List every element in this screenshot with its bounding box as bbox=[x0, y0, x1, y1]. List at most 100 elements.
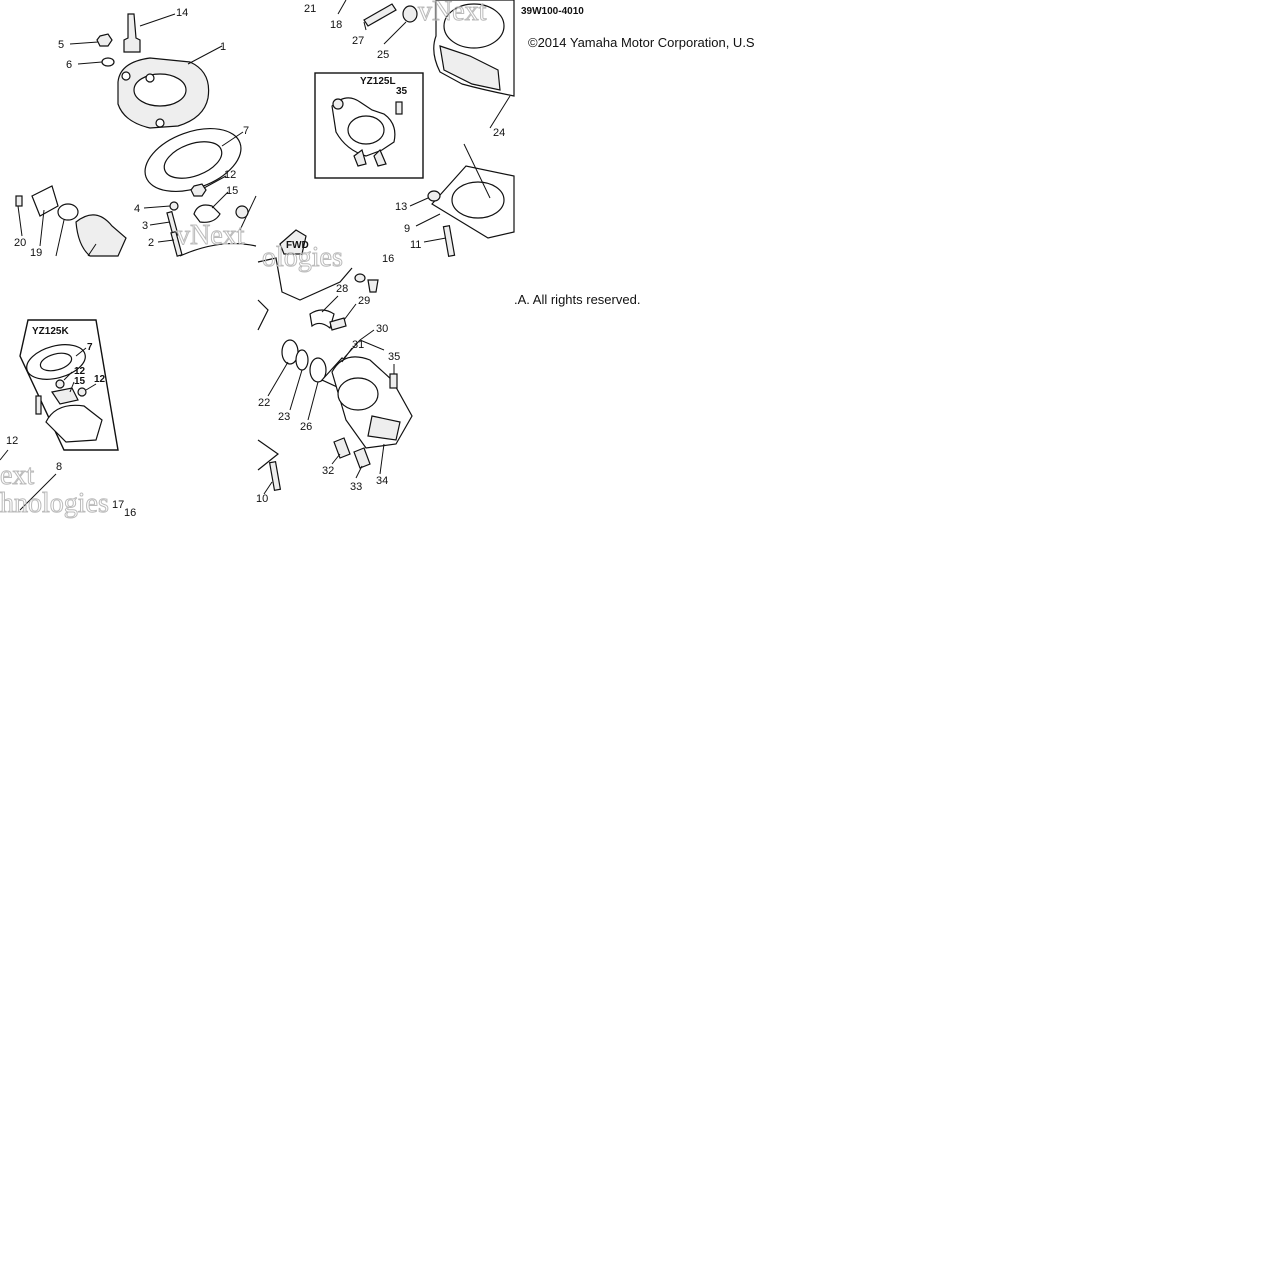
callout-30: 30 bbox=[376, 323, 388, 335]
leader bbox=[75, 347, 87, 357]
leader bbox=[463, 143, 491, 199]
tile-cylinder: FWD vNext YZ125L 35 21 18 27 25 24 13 9 … bbox=[279, 0, 515, 257]
callout-35: 35 bbox=[388, 351, 400, 363]
leader bbox=[0, 449, 9, 461]
nut-12 bbox=[190, 183, 207, 197]
k-gasket-bore bbox=[39, 352, 73, 372]
leader bbox=[77, 61, 103, 65]
inset-label-yz125l: YZ125L bbox=[360, 76, 396, 87]
callout-29: 29 bbox=[358, 295, 370, 307]
bolt-32 bbox=[333, 437, 351, 459]
leader bbox=[63, 371, 73, 381]
leader bbox=[321, 295, 339, 313]
cylinder-edge bbox=[257, 299, 269, 331]
watermark: vNext bbox=[176, 220, 245, 251]
callout-17: 17 bbox=[112, 499, 124, 511]
callout-8: 8 bbox=[56, 461, 62, 473]
valve-bolt bbox=[373, 148, 387, 167]
leader bbox=[157, 239, 175, 243]
callout-14: 14 bbox=[176, 7, 188, 19]
fwd-arrow bbox=[279, 229, 307, 255]
leader bbox=[203, 175, 227, 189]
callout-25: 25 bbox=[377, 49, 389, 61]
leader bbox=[359, 329, 375, 341]
tile-header: 39W100-4010 bbox=[521, 6, 584, 17]
k-nut bbox=[55, 379, 65, 389]
gasket-bore bbox=[163, 141, 223, 179]
bolt-29 bbox=[329, 317, 347, 331]
callout-12: 12 bbox=[224, 169, 236, 181]
stud-10 bbox=[268, 460, 282, 492]
crankcase-edge bbox=[257, 439, 280, 471]
outline bbox=[239, 195, 257, 231]
valve-o-ring bbox=[332, 98, 344, 110]
leader bbox=[331, 453, 341, 465]
cylinder-edge bbox=[257, 257, 353, 301]
k-bracket bbox=[51, 387, 79, 405]
k-callout-12b: 12 bbox=[94, 374, 106, 385]
watermark: ext bbox=[0, 460, 34, 491]
callout-6: 6 bbox=[66, 59, 72, 71]
leader bbox=[69, 381, 75, 393]
leader bbox=[379, 443, 385, 475]
leader bbox=[39, 209, 45, 247]
washer-6 bbox=[101, 57, 115, 67]
leader bbox=[423, 237, 447, 243]
leader bbox=[383, 21, 407, 45]
head-dome bbox=[133, 73, 187, 107]
spark-plug bbox=[123, 13, 141, 53]
callout-34: 34 bbox=[376, 475, 388, 487]
dowel-pin bbox=[427, 190, 441, 202]
k-stud bbox=[35, 395, 42, 415]
k-cylinder-head bbox=[45, 404, 103, 443]
collar-25 bbox=[402, 5, 418, 23]
head-bolt-hole bbox=[155, 118, 165, 128]
leader bbox=[221, 131, 244, 147]
head-bolt-hole bbox=[121, 71, 131, 81]
leader bbox=[359, 339, 385, 351]
callout-11: 11 bbox=[410, 239, 421, 251]
exhaust-flange bbox=[31, 185, 59, 217]
copyright-line-1: ©2014 Yamaha Motor Corporation, U.S bbox=[528, 35, 755, 50]
leader bbox=[489, 95, 511, 129]
callout-20: 20 bbox=[14, 237, 26, 249]
callout-16: 16 bbox=[124, 507, 136, 519]
callout-27: 27 bbox=[352, 35, 364, 47]
seal-23 bbox=[295, 349, 309, 371]
callout-7: 7 bbox=[243, 125, 249, 137]
bolt-33 bbox=[353, 447, 371, 469]
watermark: hnologies bbox=[0, 488, 109, 519]
leader bbox=[409, 197, 429, 207]
exhaust-gasket bbox=[57, 203, 79, 221]
k-callout-12: 12 bbox=[74, 366, 86, 377]
callout-9: 9 bbox=[404, 223, 410, 235]
valve-cover bbox=[347, 115, 385, 145]
leader bbox=[211, 191, 229, 209]
fwd-mark: FWD bbox=[286, 240, 309, 251]
callout-1: 1 bbox=[220, 41, 226, 53]
leader bbox=[139, 13, 176, 27]
callout-28: 28 bbox=[336, 283, 348, 295]
callout-4: 4 bbox=[134, 203, 140, 215]
k-callout-15: 15 bbox=[74, 376, 86, 387]
leader bbox=[263, 481, 273, 495]
drawing-code: 39W100-4010 bbox=[521, 6, 584, 17]
inset-label-yz125k: YZ125K bbox=[32, 326, 69, 337]
callout-2: 2 bbox=[148, 237, 154, 249]
callout-3: 3 bbox=[142, 220, 148, 232]
leader bbox=[343, 303, 357, 321]
cylinder-bore bbox=[443, 3, 505, 49]
cover-plate-34 bbox=[367, 415, 401, 441]
base-gasket-bore bbox=[451, 181, 505, 219]
callout-21: 21 bbox=[304, 3, 316, 15]
callout-24: 24 bbox=[493, 127, 505, 139]
leader bbox=[415, 213, 441, 227]
watermark: vNext bbox=[418, 0, 487, 27]
bolt-20 bbox=[15, 195, 23, 207]
head-bolt-hole bbox=[145, 73, 155, 83]
callout-16: 16 bbox=[382, 253, 394, 265]
leader bbox=[55, 219, 65, 257]
stud-bolt-2 bbox=[170, 230, 183, 257]
k-callout-7: 7 bbox=[87, 342, 93, 353]
